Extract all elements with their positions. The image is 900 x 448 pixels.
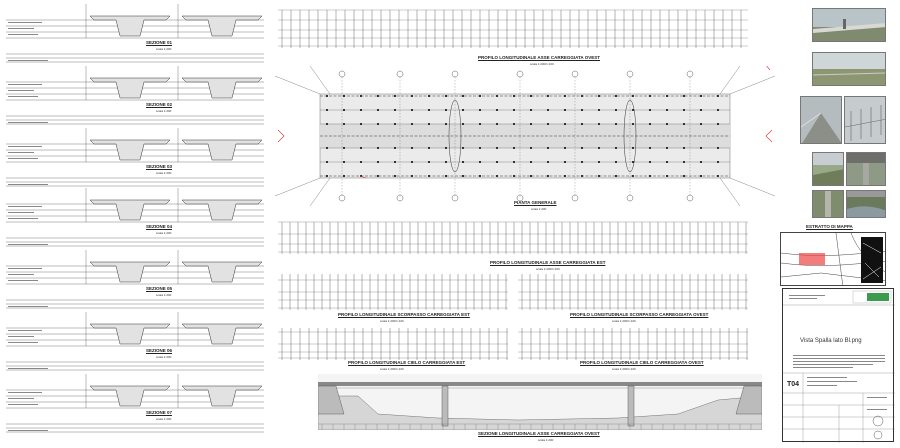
section-name: SEZIONE 04 — [146, 224, 173, 229]
section-scale: scala 1:200 — [156, 109, 172, 113]
photo-pier — [812, 190, 844, 218]
map-title: ESTRATTO DI MAPPA — [806, 224, 853, 229]
cross-section: SEZIONE 01 scala 1:200 — [6, 2, 264, 64]
section-scale: scala 1:200 — [156, 417, 172, 421]
section-name: SEZIONE 05 — [146, 286, 173, 291]
photo-river — [846, 190, 886, 218]
ceiling-east-scale: scala 1:200/1:100 — [380, 367, 404, 371]
profile-east-title: PROFILO LONGITUDINALE ASSE CARREGGIATA E… — [490, 260, 606, 265]
general-plan — [270, 63, 780, 207]
overpass-east — [278, 272, 508, 312]
cross-section-drawing — [6, 188, 264, 247]
profile-west — [278, 8, 748, 56]
ceiling-east-title: PROFILO LONGITUDINALE CIELO CARREGGIATA … — [348, 360, 466, 365]
photo-embankment — [812, 152, 844, 186]
cross-section: SEZIONE 04 scala 1:200 — [6, 186, 264, 248]
cross-section-drawing — [6, 250, 264, 309]
cross-section-drawing — [6, 312, 264, 371]
cross-section: SEZIONE 02 scala 1:200 — [6, 64, 264, 126]
profile-east — [278, 218, 748, 260]
section-scale: scala 1:200 — [156, 293, 172, 297]
ceiling-east — [278, 326, 508, 362]
overpass-east-scale: scala 1:200/1:100 — [380, 319, 404, 323]
overpass-west — [518, 272, 748, 312]
ceiling-west-title: PROFILO LONGITUDINALE CIELO CARREGGIATA … — [580, 360, 704, 365]
photo-barrier — [844, 96, 886, 144]
sheet-code: T04 — [787, 381, 800, 388]
title-block — [782, 288, 895, 443]
section-name: SEZIONE 03 — [146, 164, 173, 169]
ceiling-west — [518, 326, 748, 362]
cross-section-drawing — [6, 374, 264, 433]
cross-section: SEZIONE 03 scala 1:200 — [6, 126, 264, 188]
section-name: SEZIONE 06 — [146, 348, 173, 353]
overpass-east-title: PROFILO LONGITUDINALE SCORPASSO CARREGGI… — [338, 312, 470, 317]
photo-underside — [846, 152, 886, 186]
section-scale: scala 1:200 — [156, 231, 172, 235]
profile-east-scale: scala 1:200/1:100 — [536, 267, 560, 271]
longitudinal-section-title: SEZIONE LONGITUDINALE ASSE CARREGGIATA O… — [478, 431, 600, 436]
ceiling-west-scale: scala 1:200/1:100 — [612, 367, 636, 371]
plan-scale: scala 1:200 — [531, 207, 547, 211]
cross-section-drawing — [6, 128, 264, 187]
profile-west-title: PROFILO LONGITUDINALE ASSE CARREGGIATA O… — [478, 55, 601, 60]
section-scale: scala 1:200 — [156, 355, 172, 359]
profile-west-scale: scala 1:200/1:100 — [530, 62, 554, 66]
cross-section: SEZIONE 06 scala 1:200 — [6, 310, 264, 372]
section-name: SEZIONE 01 — [146, 40, 173, 45]
section-name: SEZIONE 07 — [146, 410, 173, 415]
cross-section: SEZIONE 07 scala 1:200 — [6, 372, 264, 434]
photo-field — [812, 52, 886, 86]
overpass-west-scale: scala 1:200/1:100 — [612, 319, 636, 323]
longitudinal-section-scale: scala 1:200 — [538, 438, 554, 442]
map-extract — [780, 232, 886, 286]
cross-section: SEZIONE 05 scala 1:200 — [6, 248, 264, 310]
photo-bridge-aerial — [812, 8, 886, 42]
section-scale: scala 1:200 — [156, 171, 172, 175]
plan-title: PIANTA GENERALE — [514, 200, 557, 205]
image-filename: Vista Spalla lato Bl.png — [800, 338, 862, 344]
overpass-west-title: PROFILO LONGITUDINALE SCORPASSO CARREGGI… — [570, 312, 709, 317]
section-name: SEZIONE 02 — [146, 102, 173, 107]
cross-section-drawing — [6, 66, 264, 125]
cross-section-drawing — [6, 4, 264, 63]
longitudinal-section — [317, 374, 763, 431]
photo-deck — [800, 96, 842, 144]
section-scale: scala 1:200 — [156, 47, 172, 51]
